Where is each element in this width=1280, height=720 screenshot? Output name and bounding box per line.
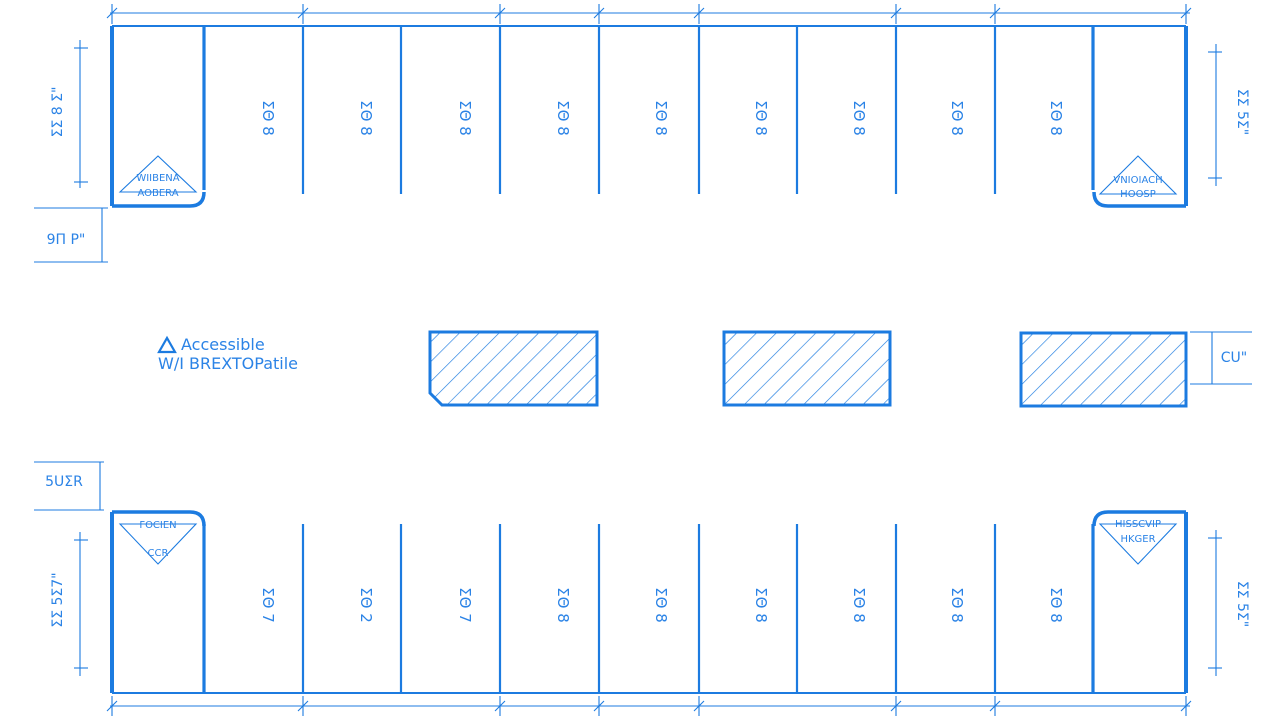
dimension-slash — [1180, 700, 1192, 712]
dimension-slash — [593, 7, 605, 19]
dimension-label-left-bottom: ΣΣ 5Σ7" — [50, 572, 66, 627]
accessible-stall-top-right: VNIOIACH HOOSP — [1098, 155, 1178, 200]
accessible-stall-top-left: WIIBENA AOBERA — [118, 155, 198, 199]
bottom-stall-label: ΣΘ 8 — [752, 587, 770, 623]
accessible-triangle-icon — [118, 155, 198, 193]
accessible-stall-text: FOCIEN — [139, 520, 176, 531]
bottom-stall-label: ΣΘ 8 — [1047, 587, 1065, 623]
bottom-stall-label: ΣΘ 8 — [948, 587, 966, 623]
legend: Accessible W/I BREXTOPatile — [157, 335, 298, 373]
top-stall-label: ΣΘ 8 — [259, 100, 277, 136]
dimension-slash — [297, 700, 309, 712]
dimension-slash — [494, 700, 506, 712]
dimension-slash — [593, 700, 605, 712]
top-stall-label: ΣΘ 8 — [752, 100, 770, 136]
dimension-slash — [693, 700, 705, 712]
top-stall-label: ΣΘ 8 — [456, 100, 474, 136]
stall-outlines — [110, 25, 1188, 694]
dimension-slash — [989, 7, 1001, 19]
top-stall-label: ΣΘ 8 — [850, 100, 868, 136]
bottom-stall-label: ΣΘ 2 — [357, 587, 375, 623]
dimension-slash — [890, 700, 902, 712]
hatched-island — [428, 330, 599, 407]
bottom-stall-label: ΣΘ 8 — [554, 587, 572, 623]
top-stall-label: ΣΘ 8 — [1047, 100, 1065, 136]
accessible-stall-text: AOBERA — [137, 188, 178, 199]
dimension-slash — [693, 7, 705, 19]
accessible-stall-text: HKGER — [1120, 534, 1155, 545]
dimension-slash — [106, 700, 118, 712]
dimension-label-left-top: ΣΣ 8 Σ" — [50, 87, 66, 138]
corner-stall-curve — [112, 191, 206, 208]
top-stall-labels: ΣΘ 8 ΣΘ 8 ΣΘ 8 ΣΘ 8 ΣΘ 8 ΣΘ 8 ΣΘ 8 ΣΘ 8 … — [259, 100, 1065, 136]
accessible-triangle-icon — [118, 523, 198, 565]
dimension-label-right-top: ΣΣ 5Σ" — [1234, 89, 1250, 135]
legend-line-2: W/I BREXTOPatile — [158, 354, 298, 373]
hatched-island — [1019, 331, 1188, 408]
accessible-stall-bottom-left: FOCIEN CCR — [118, 520, 198, 565]
top-stall-label: ΣΘ 8 — [554, 100, 572, 136]
dimension-label-right-island: CU" — [1221, 350, 1247, 366]
top-stall-label: ΣΘ 8 — [357, 100, 375, 136]
dimension-lines — [34, 4, 1252, 716]
hatched-island — [722, 330, 892, 407]
dimension-slash — [1180, 7, 1192, 19]
bottom-stall-label: ΣΘ 8 — [652, 587, 670, 623]
bottom-stall-label: ΣΘ 7 — [259, 587, 277, 623]
dimension-label-left-aisle: 9Π P" — [47, 232, 86, 248]
dimension-label-left-bottom-gap: 5UΣR — [45, 474, 83, 490]
islands — [428, 330, 1188, 408]
accessible-triangle-icon — [1098, 155, 1178, 195]
bottom-stall-label: ΣΘ 8 — [850, 587, 868, 623]
dimension-slash — [297, 7, 309, 19]
dimension-slash — [106, 7, 118, 19]
dimension-slash — [989, 700, 1001, 712]
corner-stall-curve — [1092, 191, 1186, 208]
top-stall-label: ΣΘ 8 — [948, 100, 966, 136]
accessible-stall-text: HISSCVIP — [1115, 519, 1161, 530]
bottom-stall-label: ΣΘ 7 — [456, 587, 474, 623]
top-stall-label: ΣΘ 8 — [652, 100, 670, 136]
accessible-triangle-icon — [1098, 523, 1178, 565]
accessible-stall-text: VNIOIACH — [1113, 175, 1162, 186]
stall-dividers — [202, 26, 1095, 693]
accessible-stall-bottom-right: HISSCVIP HKGER — [1098, 519, 1178, 565]
dimension-slash — [890, 7, 902, 19]
accessible-stall-text: WIIBENA — [136, 173, 179, 184]
dimension-slash — [494, 7, 506, 19]
bottom-stall-labels: ΣΘ 7 ΣΘ 2 ΣΘ 7 ΣΘ 8 ΣΘ 8 ΣΘ 8 ΣΘ 8 ΣΘ 8 … — [259, 587, 1065, 623]
corner-stall-curve — [1092, 510, 1186, 527]
accessible-stall-text: CCR — [148, 548, 169, 559]
corner-stall-curve — [112, 510, 206, 527]
accessible-stall-text: HOOSP — [1120, 189, 1156, 200]
accessible-triangle-icon — [157, 335, 177, 354]
dimension-label-right-bottom: ΣΣ 5Σ" — [1234, 581, 1250, 627]
legend-line-1: Accessible — [181, 335, 265, 354]
